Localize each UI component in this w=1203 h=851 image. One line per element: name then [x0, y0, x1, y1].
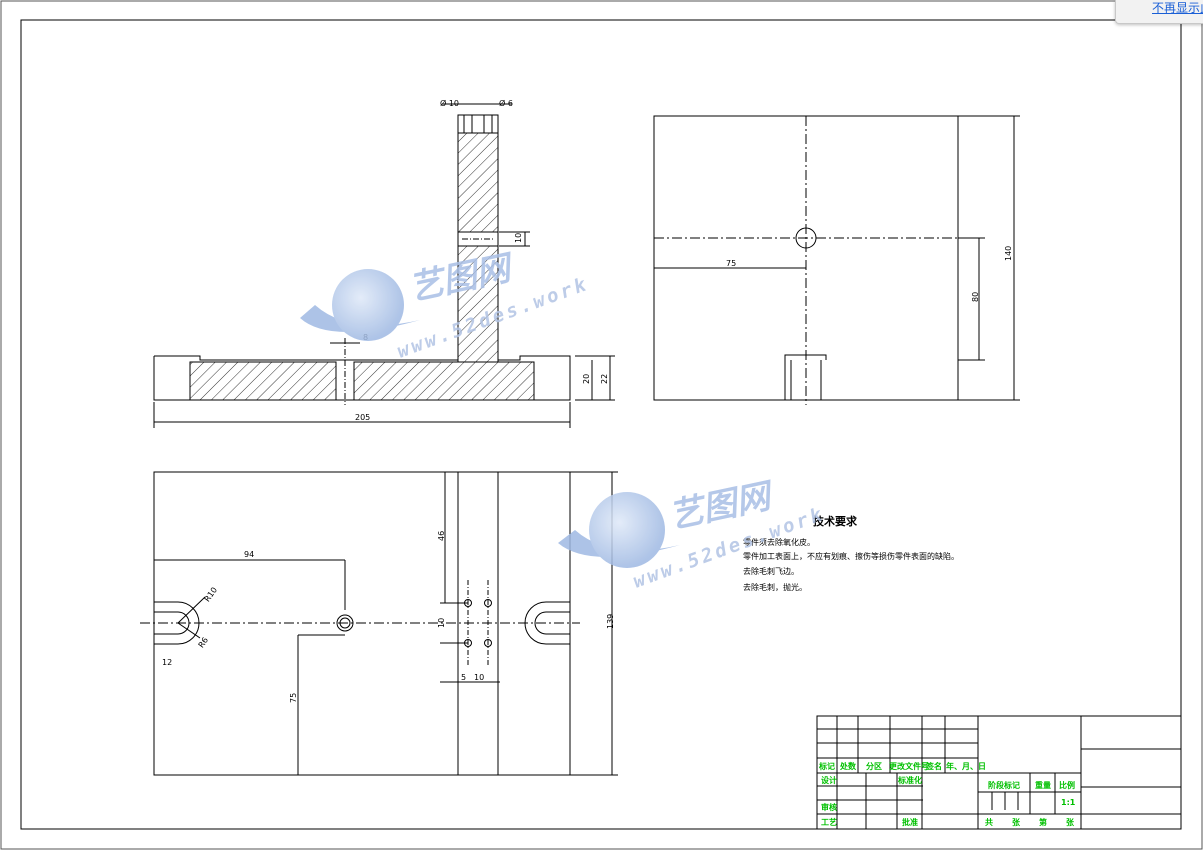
title-block — [816, 715, 1182, 830]
tb-label-zone: 分区 — [866, 761, 882, 771]
dim-height-inner: 80 — [971, 292, 980, 302]
tb-label-count: 处数 — [839, 761, 857, 771]
dismiss-popup-link[interactable]: 不再显示此 — [1115, 0, 1203, 24]
tb-process: 工艺 — [821, 817, 837, 827]
tb-label-sign: 签名 — [925, 761, 942, 771]
watermark-1: 艺图网 www.52des.work — [300, 247, 592, 363]
tb-design: 设计 — [821, 775, 837, 785]
tb-approve: 批准 — [902, 817, 918, 827]
dim-offset: 75 — [726, 259, 736, 268]
dim-12: 12 — [162, 658, 172, 667]
tb-scale: 比例 — [1059, 780, 1075, 790]
dim-10b: 10 — [474, 673, 484, 682]
top-view — [140, 471, 618, 776]
right-view — [653, 115, 1020, 405]
dim-75: 75 — [289, 693, 298, 703]
dim-h2: 22 — [600, 374, 609, 384]
dim-top-left: Ø 10 — [440, 98, 459, 108]
dim-5: 5 — [461, 673, 466, 682]
tb-scale-value: 1:1 — [1061, 798, 1076, 807]
dim-10: 10 — [437, 618, 446, 628]
dim-46: 46 — [437, 531, 446, 541]
dim-139: 139 — [606, 614, 615, 629]
dim-r6: R6 — [197, 636, 210, 650]
dim-height: 140 — [1004, 246, 1013, 261]
watermark-globe-icon — [589, 492, 665, 568]
technical-requirements: 技术要求 零件须去除氧化皮。 零件加工表面上，不应有划痕、擦伤等损伤零件表面的缺… — [743, 514, 959, 592]
tech-req-line-1: 零件须去除氧化皮。 — [743, 537, 815, 547]
tb-sheet-total: 共 — [985, 817, 993, 827]
tb-weight: 重量 — [1035, 780, 1051, 790]
tb-sheet-number: 第 — [1039, 817, 1047, 827]
tb-review: 审核 — [821, 802, 837, 812]
watermark-globe-icon — [332, 269, 404, 341]
tb-sheet-unit-1: 张 — [1012, 818, 1021, 827]
dim-top-right: Ø 6 — [499, 98, 513, 108]
tb-sheet-unit-2: 张 — [1066, 818, 1075, 827]
tech-req-title: 技术要求 — [813, 514, 858, 528]
dim-slot: 10 — [514, 233, 523, 243]
tb-label-date: 年、月、日 — [946, 761, 986, 771]
dim-h1: 20 — [582, 374, 591, 384]
tb-standard: 标准化 — [897, 775, 922, 785]
title-block-labels: 标记 处数 分区 更改文件号 签名 年、月、日 设计 标准化 审核 工艺 批准 … — [818, 761, 1076, 827]
tech-req-line-2: 零件加工表面上，不应有划痕、擦伤等损伤零件表面的缺陷。 — [743, 551, 959, 561]
tech-req-line-3: 去除毛刺飞边。 — [743, 566, 799, 576]
dim-width: 205 — [355, 413, 370, 422]
tech-req-line-4: 去除毛刺，抛光。 — [743, 582, 807, 592]
tb-label-change: 更改文件号 — [889, 761, 929, 771]
tb-label-mark: 标记 — [818, 761, 835, 771]
drawing-frame — [20, 19, 1182, 830]
dim-r10: R10 — [203, 586, 219, 604]
section-view — [153, 103, 615, 428]
tb-stage-mark: 阶段标记 — [988, 780, 1020, 790]
dim-94: 94 — [244, 550, 254, 559]
